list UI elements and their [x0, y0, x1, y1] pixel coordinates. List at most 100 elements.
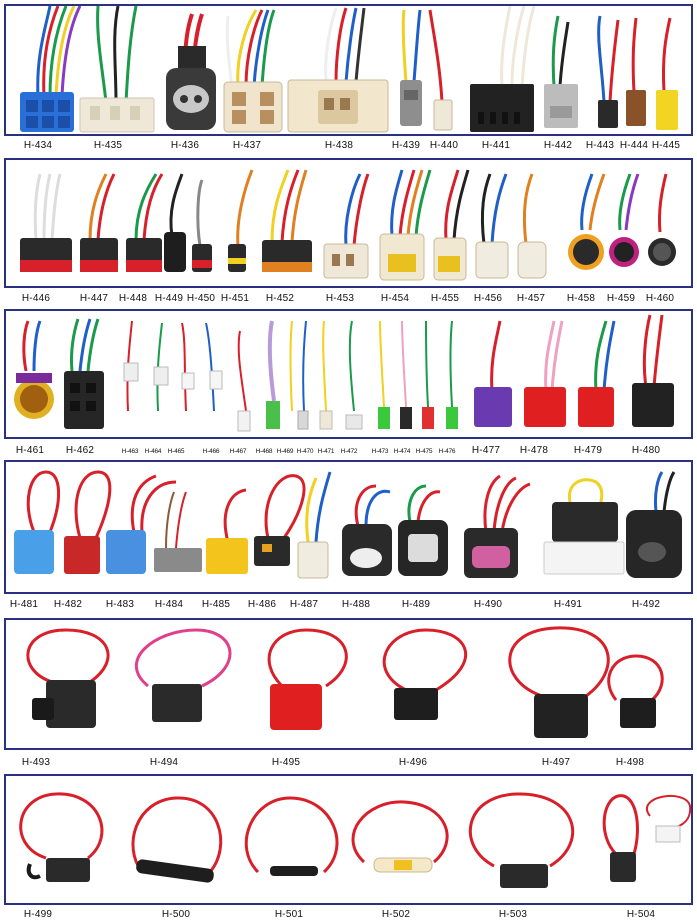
product-label: H-451: [220, 293, 250, 304]
product-label: H-481: [9, 599, 39, 610]
product-image-h485: [206, 488, 248, 574]
product-image-h496: [382, 628, 468, 720]
product-image-h446: [20, 173, 72, 272]
product-image-h443: [597, 15, 620, 128]
product-label: H-435: [93, 140, 123, 151]
product-image-h449: [164, 173, 186, 272]
product-row-6: [4, 774, 693, 905]
product-label: H-454: [380, 293, 410, 304]
product-image-h442: [544, 15, 578, 128]
product-label: H-490: [473, 599, 503, 610]
product-image-h448: [126, 173, 164, 272]
product-image-h444: [626, 17, 646, 126]
product-label: H-489: [401, 599, 431, 610]
product-label: H-491: [553, 599, 583, 610]
product-label: H-470: [296, 448, 314, 455]
product-label: H-501: [274, 909, 304, 920]
product-label: H-463: [121, 448, 139, 455]
product-image-h455: [433, 169, 470, 281]
product-label: H-495: [271, 757, 301, 768]
product-label: H-437: [232, 140, 262, 151]
product-label: H-478: [519, 445, 549, 456]
product-label: H-444: [619, 140, 649, 151]
product-label: H-467: [229, 448, 247, 455]
product-image-h458: [568, 173, 606, 270]
product-image-h447: [80, 173, 118, 272]
product-row-1: [4, 4, 693, 136]
product-label: H-503: [498, 909, 528, 920]
product-label: H-482: [53, 599, 83, 610]
product-label: H-475: [415, 448, 433, 455]
product-image-h492: [626, 471, 682, 578]
product-label: H-445: [651, 140, 681, 151]
product-image-h450: [192, 179, 212, 272]
product-label: H-450: [186, 293, 216, 304]
product-label: H-438: [324, 140, 354, 151]
product-image-h462: [64, 318, 104, 429]
product-image-h504: [602, 794, 691, 882]
product-label: H-440: [429, 140, 459, 151]
product-label: H-494: [149, 757, 179, 768]
product-image-h503: [468, 792, 575, 888]
product-image-h487: [297, 471, 332, 579]
product-image-h438: [287, 7, 389, 133]
product-image-h493: [26, 628, 110, 728]
product-image-h498: [607, 654, 664, 728]
product-label: H-480: [631, 445, 661, 456]
product-label: H-471: [317, 448, 335, 455]
product-image-h486: [254, 474, 306, 566]
row-5-product-photos: [26, 626, 664, 738]
product-label: H-488: [341, 599, 371, 610]
product-label: H-498: [615, 757, 645, 768]
product-label: H-469: [276, 448, 294, 455]
product-label: H-485: [201, 599, 231, 610]
product-label: H-473: [371, 448, 389, 455]
product-label: H-496: [398, 757, 428, 768]
product-label: H-466: [202, 448, 220, 455]
product-image-h494: [134, 628, 232, 722]
product-label: H-456: [473, 293, 503, 304]
product-image-h473-476: [378, 320, 458, 429]
product-image-h502: [351, 800, 449, 873]
product-image-h460: [648, 173, 676, 266]
row-1-product-photos: [20, 6, 678, 133]
product-image-h490: [464, 474, 531, 578]
product-label: H-434: [23, 140, 53, 151]
product-row-4: [4, 460, 693, 594]
product-image-h452: [262, 169, 312, 272]
product-label: H-461: [15, 445, 45, 456]
product-label: H-487: [289, 599, 319, 610]
product-image-h453: [323, 173, 370, 279]
product-image-h479: [578, 320, 616, 427]
product-label: H-447: [79, 293, 109, 304]
product-image-h463-466: [123, 320, 223, 412]
product-label: H-455: [430, 293, 460, 304]
product-label: H-465: [167, 448, 185, 455]
product-label: H-462: [65, 445, 95, 456]
product-label: H-499: [23, 909, 53, 920]
product-label: H-452: [265, 293, 295, 304]
row-3-product-photos: [14, 314, 674, 432]
row-4-product-photos: [14, 470, 682, 579]
product-image-h484: [154, 491, 202, 572]
product-image-h451: [228, 169, 254, 272]
product-image-h481: [14, 470, 61, 574]
product-label: H-446: [21, 293, 51, 304]
product-image-h495: [267, 628, 348, 730]
row-2-product-photos: [20, 169, 676, 281]
product-image-h437: [223, 9, 283, 133]
product-label: H-468: [255, 448, 273, 455]
product-label: H-436: [170, 140, 200, 151]
product-label: H-474: [393, 448, 411, 455]
product-label: H-460: [645, 293, 675, 304]
product-label: H-457: [516, 293, 546, 304]
product-image-h478: [524, 320, 566, 427]
product-image-h467-472: [237, 320, 363, 432]
product-image-h489: [398, 484, 448, 576]
product-label: H-453: [325, 293, 355, 304]
product-image-h459: [609, 173, 640, 267]
product-image-h457: [517, 173, 547, 279]
product-label: H-483: [105, 599, 135, 610]
product-image-h445: [656, 17, 678, 130]
product-image-h436: [166, 13, 216, 130]
